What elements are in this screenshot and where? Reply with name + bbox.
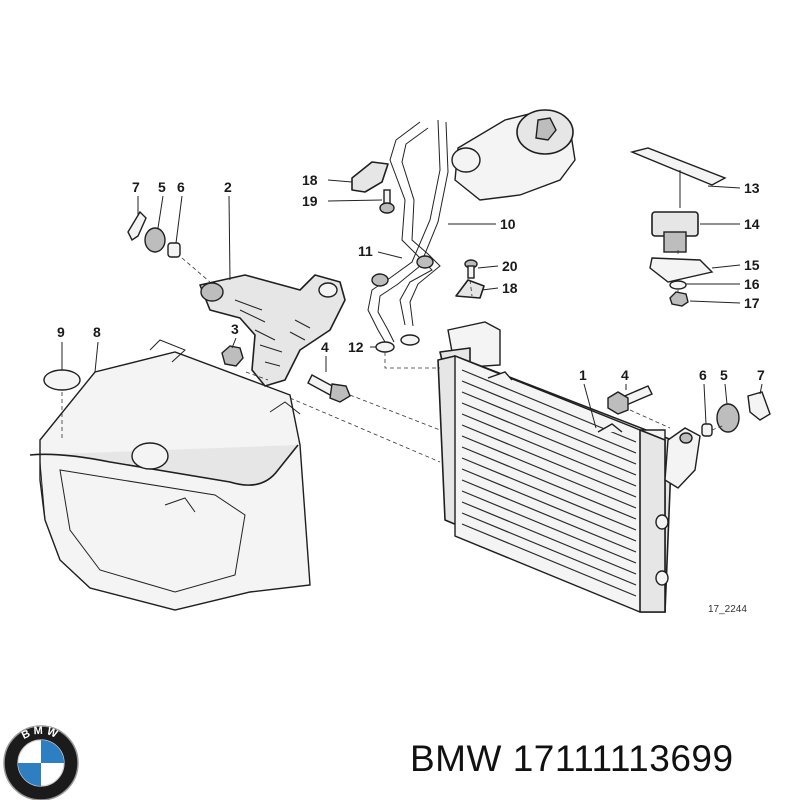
callout-5: 5 [720, 367, 728, 383]
screw-part [379, 189, 395, 214]
callout-12: 12 [348, 339, 364, 355]
callout-10: 10 [500, 216, 516, 232]
callout-7: 7 [132, 179, 140, 195]
rubber-mount-part [651, 211, 699, 253]
oil-cooler-part [437, 321, 701, 613]
bushing-part [167, 242, 181, 258]
callout-2: 2 [224, 179, 232, 195]
sealing-ring [375, 341, 395, 353]
leader-lines [61, 179, 763, 429]
cooler-fins [461, 369, 637, 597]
washer-part [669, 280, 687, 290]
bracket-plate-part [649, 257, 714, 283]
bushing-part [701, 423, 713, 437]
callout-20: 20 [502, 258, 518, 274]
callout-13: 13 [744, 180, 760, 196]
callouts: 7 5 6 2 18 19 10 11 20 18 12 9 8 3 4 13 … [57, 172, 765, 615]
air-duct-part [29, 339, 311, 611]
clip-part [127, 210, 147, 242]
sealing-ring [400, 334, 420, 346]
bmw-logo: BMW [3, 725, 79, 800]
hose-clamp-part [455, 279, 485, 299]
callout-1: 1 [579, 367, 587, 383]
callout-19: 19 [302, 193, 318, 209]
callout-17: 17 [744, 295, 760, 311]
callout-3: 3 [231, 321, 239, 337]
callout-9: 9 [57, 324, 65, 340]
callout-6: 6 [177, 179, 185, 195]
svg-text:BMW: BMW [20, 725, 62, 742]
callout-4: 4 [321, 339, 329, 355]
callout-4: 4 [621, 367, 629, 383]
bracket-part [199, 274, 346, 387]
bolt-part [307, 374, 351, 403]
callout-16: 16 [744, 276, 760, 292]
logo-lettering: BMW [20, 725, 59, 742]
plug-part [43, 369, 81, 391]
callout-18: 18 [502, 280, 518, 296]
grommet-part [144, 227, 166, 253]
assembly-lines [61, 250, 726, 463]
oil-cooler-lines [367, 119, 449, 343]
clip-part [747, 391, 771, 421]
grommet-part [716, 403, 740, 433]
callout-8: 8 [93, 324, 101, 340]
oil-filter-housing [451, 109, 576, 201]
callout-11: 11 [358, 243, 373, 259]
bolt-part [607, 385, 653, 415]
callout-14: 14 [744, 216, 760, 232]
nut-part [669, 291, 689, 307]
callout-7: 7 [757, 367, 765, 383]
callout-15: 15 [744, 257, 760, 273]
mounting-plate-part [629, 147, 727, 208]
hose-clamp-part [351, 161, 389, 193]
diagram-reference-code: 17_2244 [708, 604, 747, 615]
nut-part [221, 345, 244, 367]
callout-6: 6 [699, 367, 707, 383]
part-number-label: BMW 17111113699 [410, 738, 734, 779]
screw-part [464, 259, 478, 279]
callout-18: 18 [302, 172, 318, 188]
parts-diagram: 7 5 6 2 18 19 10 11 20 18 12 9 8 3 4 13 … [29, 109, 771, 615]
callout-5: 5 [158, 179, 166, 195]
